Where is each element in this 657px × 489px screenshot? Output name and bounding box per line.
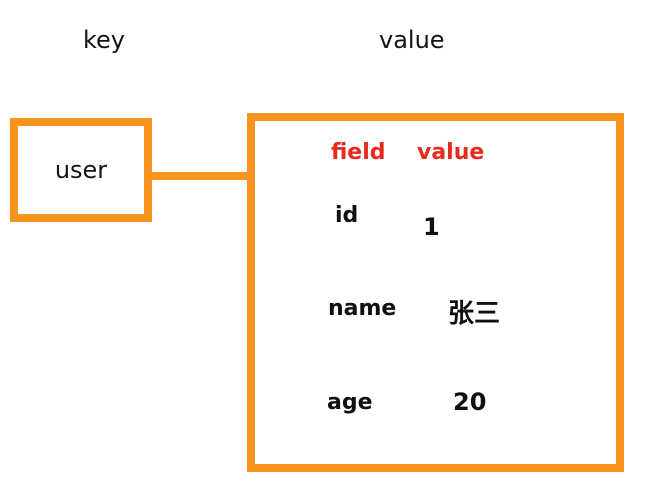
field-column-header: field: [331, 140, 386, 165]
connector-line: [147, 172, 250, 180]
row-id-value: 1: [423, 213, 440, 241]
row-age-field: age: [327, 390, 373, 415]
row-id-field: id: [335, 203, 359, 228]
value-box: field value id 1 name 张三 age 20: [247, 113, 624, 472]
key-box: user: [10, 118, 152, 222]
value-column-label: value: [379, 26, 445, 54]
row-name-value: 张三: [448, 299, 501, 329]
value-column-header: value: [417, 140, 485, 165]
key-column-label: key: [83, 26, 126, 54]
row-age-value: 20: [453, 388, 487, 416]
key-box-label: user: [54, 156, 108, 184]
row-name-field: name: [328, 296, 397, 321]
